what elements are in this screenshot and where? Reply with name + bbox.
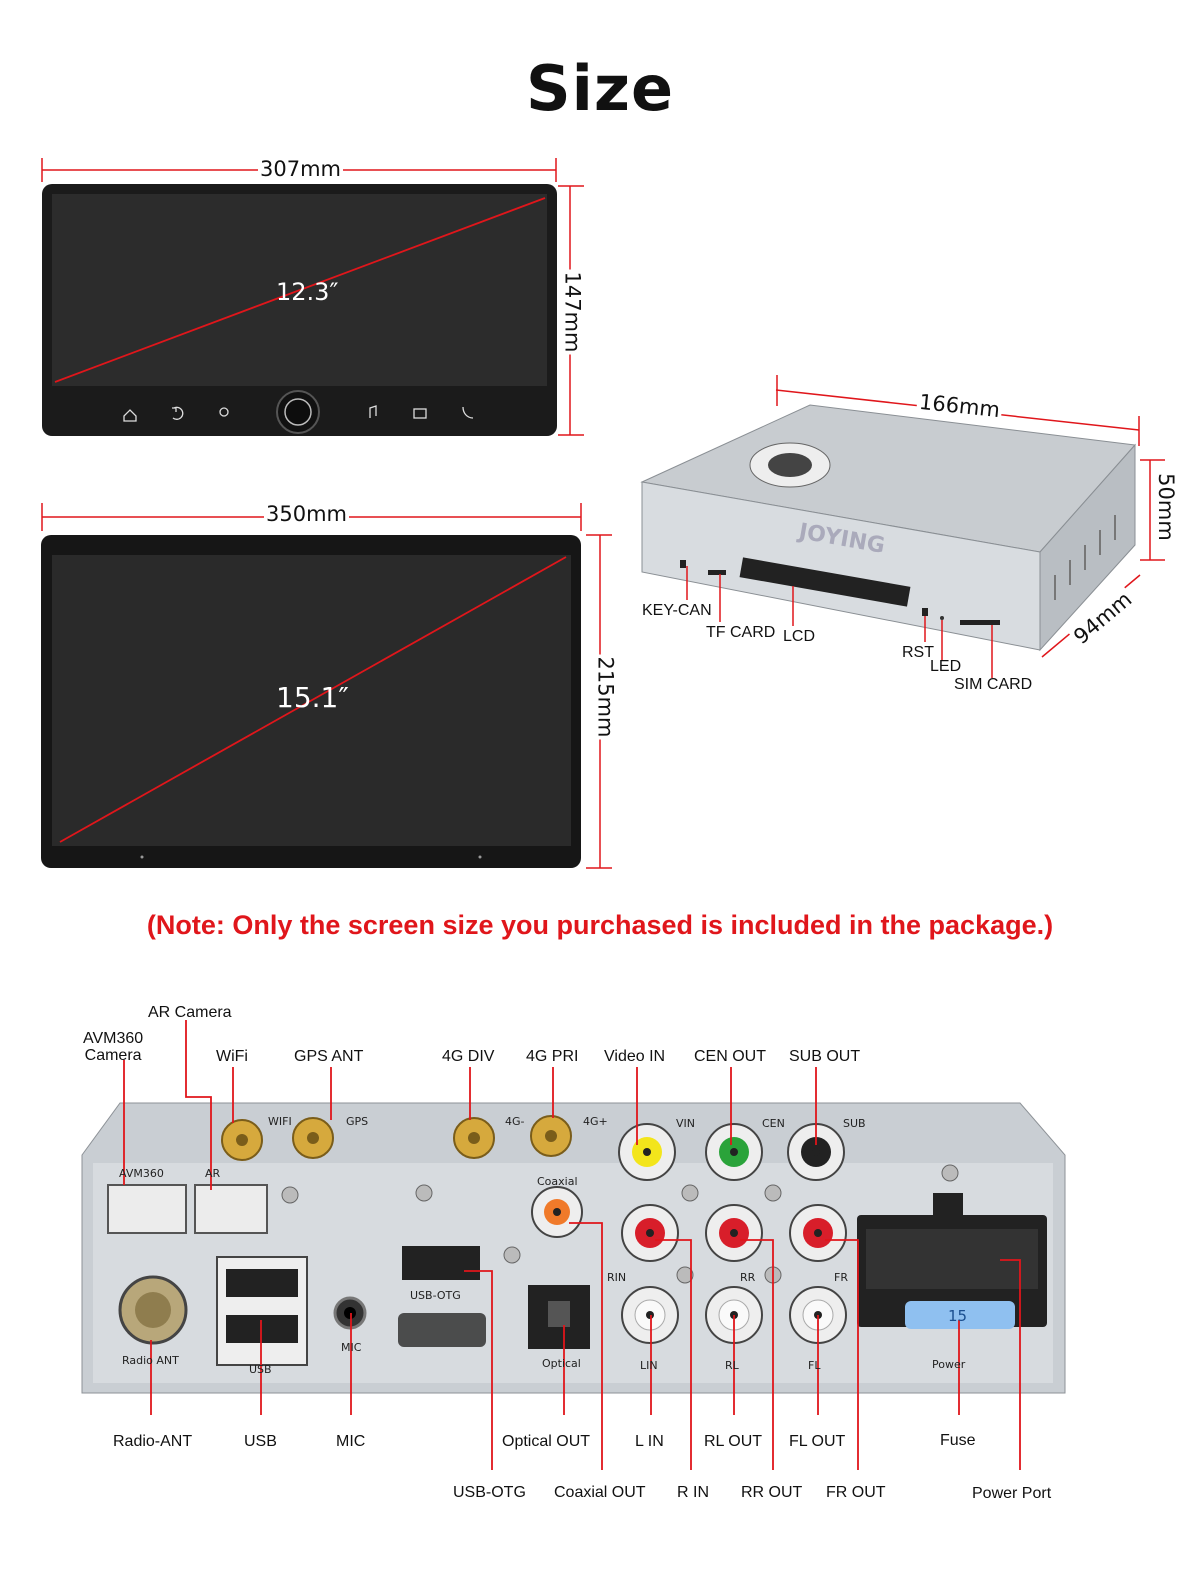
label-l-in: L IN	[635, 1433, 664, 1450]
label-4g-pri: 4G PRI	[526, 1048, 579, 1065]
callout-tf-card: TF CARD	[706, 624, 776, 641]
label-rr-out: RR OUT	[741, 1484, 803, 1501]
label-4g-div: 4G DIV	[442, 1048, 495, 1065]
mark-usb: USB	[249, 1363, 272, 1376]
mark-rr: RR	[740, 1271, 756, 1284]
callout-sim-card: SIM CARD	[954, 676, 1033, 693]
rear-panel-drawing: AVM360 AR WIFI GPS 4G- 4G+ VIN CEN SUB C…	[81, 1020, 1066, 1470]
label-wifi: WiFi	[216, 1048, 248, 1065]
mark-power: Power	[932, 1358, 966, 1371]
label-coaxial-out: Coaxial OUT	[554, 1484, 646, 1501]
label-gps-ant: GPS ANT	[294, 1048, 364, 1065]
small-height-label: 147mm	[560, 269, 585, 355]
mark-radio-ant: Radio ANT	[122, 1354, 179, 1367]
mark-rl: RL	[725, 1359, 740, 1372]
label-fl-out: FL OUT	[789, 1433, 846, 1450]
label-radio-ant: Radio-ANT	[113, 1433, 193, 1450]
label-r-in: R IN	[677, 1484, 709, 1501]
small-screen-figure: 307mm 147mm 12.3″	[0, 150, 620, 450]
label-fr-out: FR OUT	[826, 1484, 886, 1501]
mark-fl: FL	[808, 1359, 821, 1372]
label-rl-out: RL OUT	[704, 1433, 763, 1450]
mark-optical: Optical	[542, 1357, 581, 1370]
mark-vin: VIN	[676, 1117, 695, 1130]
mark-mic: MIC	[341, 1341, 362, 1354]
large-width-label: 350mm	[264, 502, 349, 526]
label-avm360-camera: AVM360 Camera	[83, 1030, 144, 1064]
label-cen-out: CEN OUT	[694, 1048, 766, 1065]
large-height-label: 215mm	[593, 654, 618, 740]
label-fuse: Fuse	[940, 1432, 976, 1449]
mark-wifi: WIFI	[268, 1115, 292, 1128]
box-height-label: 50mm	[1153, 471, 1178, 543]
small-screen-drawing	[41, 158, 584, 436]
head-unit-box-figure: JOYING 166mm 50mm 94mm KEY-CAN TF CARD L…	[630, 360, 1200, 700]
mark-coaxial: Coaxial	[537, 1175, 578, 1188]
mark-rin: RIN	[607, 1271, 626, 1284]
label-usb: USB	[244, 1433, 277, 1450]
label-usb-otg: USB-OTG	[453, 1484, 526, 1501]
label-video-in: Video IN	[604, 1048, 666, 1065]
callout-rst: RST	[902, 644, 934, 661]
small-diagonal-label: 12.3″	[276, 278, 339, 306]
large-screen-figure: 350mm 215mm 15.1″	[0, 495, 640, 880]
mark-4g-minus: 4G-	[505, 1115, 525, 1128]
small-width-label: 307mm	[258, 157, 343, 181]
head-unit-box-drawing: JOYING	[640, 375, 1165, 678]
label-ar-camera: AR Camera	[148, 1004, 232, 1021]
mark-fr: FR	[834, 1271, 848, 1284]
large-screen-drawing	[41, 503, 612, 869]
large-diagonal-label: 15.1″	[276, 681, 349, 714]
mark-4g-plus: 4G+	[583, 1115, 608, 1128]
mark-lin: LIN	[640, 1359, 658, 1372]
mark-fuse-value: 15	[948, 1307, 967, 1325]
rear-panel-figure: AVM360 AR WIFI GPS 4G- 4G+ VIN CEN SUB C…	[0, 995, 1200, 1573]
label-sub-out: SUB OUT	[789, 1048, 861, 1065]
package-note: (Note: Only the screen size you purchase…	[146, 910, 1054, 940]
callout-led: LED	[930, 658, 962, 675]
mark-avm360: AVM360	[119, 1167, 164, 1180]
mark-ar: AR	[205, 1167, 221, 1180]
page-title: Size	[525, 52, 675, 125]
mark-usb-otg: USB-OTG	[410, 1289, 461, 1302]
mark-cen: CEN	[762, 1117, 785, 1130]
label-optical-out: Optical OUT	[502, 1433, 591, 1450]
callout-lcd: LCD	[783, 628, 816, 645]
label-power-port: Power Port	[972, 1485, 1052, 1502]
callout-key-can: KEY-CAN	[642, 602, 712, 619]
label-mic: MIC	[336, 1433, 366, 1450]
mark-gps: GPS	[346, 1115, 368, 1128]
mark-sub: SUB	[843, 1117, 866, 1130]
